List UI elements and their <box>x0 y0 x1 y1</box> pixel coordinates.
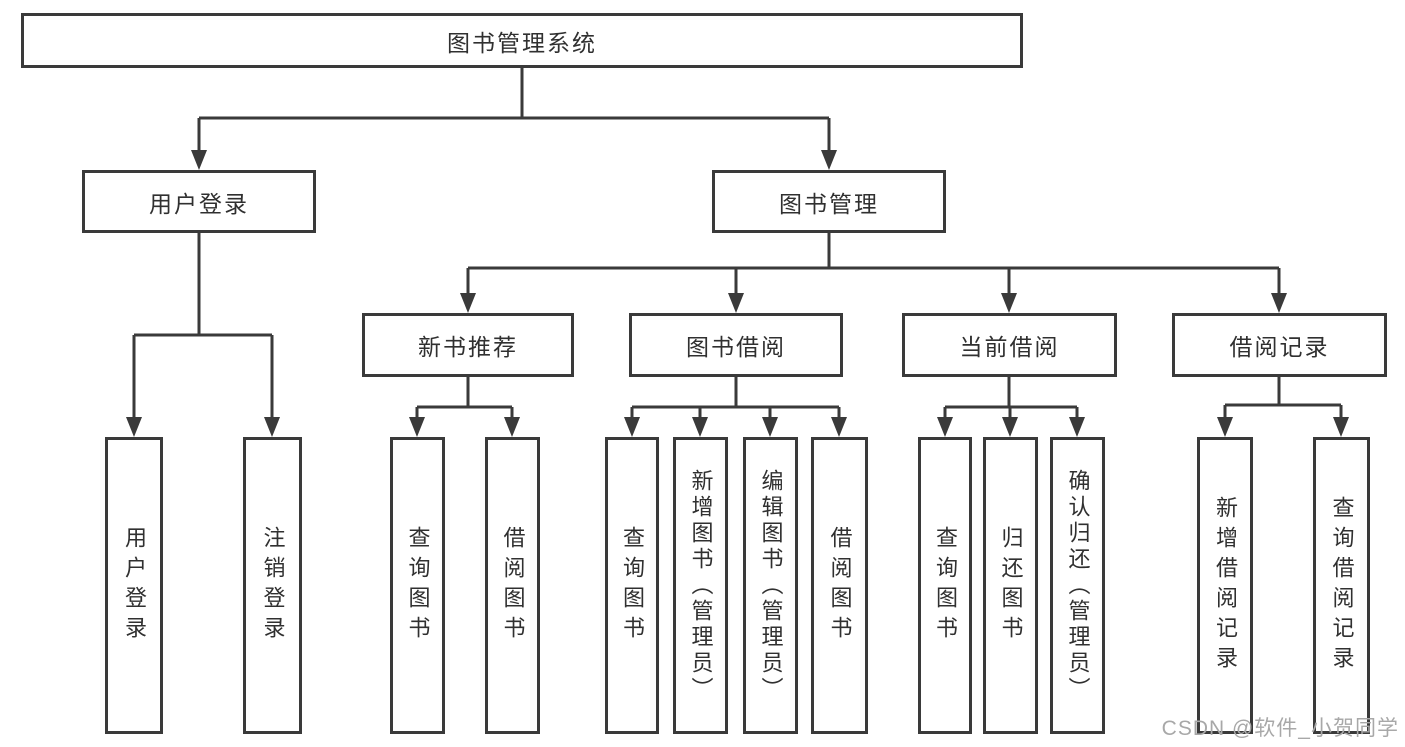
node-add-book-admin: 新增图书（管理员） <box>673 437 728 734</box>
node-return-book: 归还图书 <box>983 437 1038 734</box>
node-query-books-recommend: 查询图书 <box>390 437 445 734</box>
node-query-books-current: 查询图书 <box>918 437 972 734</box>
node-book-management: 图书管理 <box>712 170 946 233</box>
node-query-books-borrow: 查询图书 <box>605 437 659 734</box>
node-book-borrow: 图书借阅 <box>629 313 843 377</box>
node-user-login-leaf: 用户登录 <box>105 437 163 734</box>
node-current-borrow: 当前借阅 <box>902 313 1117 377</box>
node-edit-book-admin: 编辑图书（管理员） <box>743 437 798 734</box>
node-logout-leaf: 注销登录 <box>243 437 302 734</box>
node-borrow-books-recommend: 借阅图书 <box>485 437 540 734</box>
node-library-system: 图书管理系统 <box>21 13 1023 68</box>
node-borrow-records: 借阅记录 <box>1172 313 1387 377</box>
node-confirm-return-admin: 确认归还（管理员） <box>1050 437 1105 734</box>
node-borrow-books-leaf: 借阅图书 <box>811 437 868 734</box>
csdn-watermark: CSDN @软件_小贺同学 <box>1161 717 1399 740</box>
node-new-book-recommend: 新书推荐 <box>362 313 574 377</box>
node-query-borrow-record: 查询借阅记录 <box>1313 437 1370 734</box>
node-add-borrow-record: 新增借阅记录 <box>1197 437 1253 734</box>
node-user-login: 用户登录 <box>82 170 316 233</box>
